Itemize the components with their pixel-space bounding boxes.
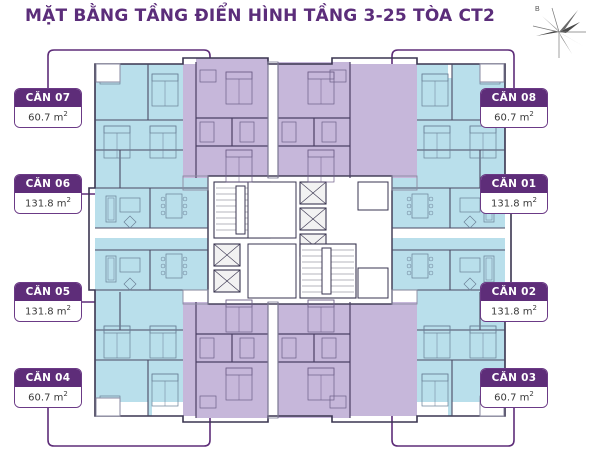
unit-area-value: 131.8 m xyxy=(24,306,67,318)
unit-area-value: 131.8 m xyxy=(490,198,533,210)
unit-area-value: 60.7 m xyxy=(494,392,530,404)
unit-area-value: 60.7 m xyxy=(494,112,530,124)
unit-area-unit-sup: 2 xyxy=(66,304,72,312)
unit-fills xyxy=(95,58,505,418)
unit-label-area: 131.8 m2 xyxy=(15,193,81,214)
unit-area-unit-sup: 2 xyxy=(63,110,68,118)
unit-label-name: CĂN 06 xyxy=(15,175,81,193)
unit-area-unit-sup: 2 xyxy=(532,304,538,312)
unit-label-can-07[interactable]: CĂN 07 60.7 m2 xyxy=(14,88,82,129)
unit-area-value: 131.8 m xyxy=(490,306,533,318)
unit-label-can-01[interactable]: CĂN 01 131.8 m2 xyxy=(480,174,548,215)
stair-right xyxy=(299,243,357,299)
unit-label-area: 131.8 m2 xyxy=(481,193,547,214)
unit-area-value: 131.8 m xyxy=(24,198,67,210)
unit-label-area: 60.7 m2 xyxy=(481,387,547,408)
unit-area-unit-sup: 2 xyxy=(529,390,534,398)
unit-area-value: 60.7 m xyxy=(28,392,64,404)
unit-interiors xyxy=(95,61,505,419)
unit-label-can-05[interactable]: CĂN 05 131.8 m2 xyxy=(14,282,82,323)
unit-area-unit-sup: 2 xyxy=(66,196,72,204)
unit-label-name: CĂN 07 xyxy=(15,89,81,107)
unit-area-unit-sup: 2 xyxy=(529,110,534,118)
unit-label-area: 131.8 m2 xyxy=(481,301,547,322)
unit-label-can-02[interactable]: CĂN 02 131.8 m2 xyxy=(480,282,548,323)
central-core xyxy=(207,175,393,305)
unit-label-can-04[interactable]: CĂN 04 60.7 m2 xyxy=(14,368,82,409)
unit-area-value: 60.7 m xyxy=(28,112,64,124)
unit-label-name: CĂN 01 xyxy=(481,175,547,193)
compass-north-label: B xyxy=(535,6,540,13)
unit-label-name: CĂN 08 xyxy=(481,89,547,107)
unit-label-can-03[interactable]: CĂN 03 60.7 m2 xyxy=(480,368,548,409)
unit-label-name: CĂN 05 xyxy=(15,283,81,301)
unit-label-name: CĂN 04 xyxy=(15,369,81,387)
page-title: MẶT BẰNG TẦNG ĐIỂN HÌNH TẦNG 3-25 TÒA CT… xyxy=(25,6,495,26)
unit-label-can-08[interactable]: CĂN 08 60.7 m2 xyxy=(480,88,548,129)
unit-label-name: CĂN 03 xyxy=(481,369,547,387)
unit-label-area: 60.7 m2 xyxy=(15,107,81,128)
unit-label-can-06[interactable]: CĂN 06 131.8 m2 xyxy=(14,174,82,215)
compass-rose-icon: B xyxy=(528,2,590,60)
unit-label-area: 60.7 m2 xyxy=(15,387,81,408)
unit-label-name: CĂN 02 xyxy=(481,283,547,301)
unit-area-unit-sup: 2 xyxy=(532,196,538,204)
unit-label-area: 60.7 m2 xyxy=(481,107,547,128)
building-outline xyxy=(88,57,512,423)
unit-label-area: 131.8 m2 xyxy=(15,301,81,322)
unit-area-unit-sup: 2 xyxy=(63,390,68,398)
